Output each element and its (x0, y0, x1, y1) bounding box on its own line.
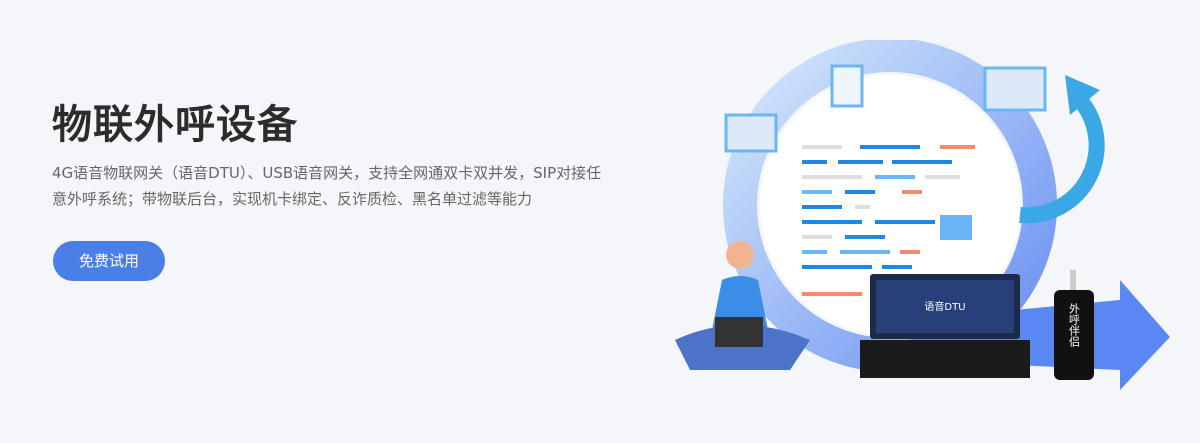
document-icon (830, 64, 864, 108)
usb-gateway: 外呼伴侣 (1054, 270, 1094, 380)
usb-logo-text: 外呼伴侣 (1068, 303, 1081, 347)
dtu-logo-text: 语音DTU (924, 300, 965, 313)
person-with-laptop (675, 241, 810, 370)
hero-description: 4G语音物联网关（语音DTU）、USB语音网关，支持全网通双卡双并发，SIP对接… (52, 164, 602, 208)
chat-bubble-icon (940, 215, 972, 240)
page-title: 物联外呼设备 (52, 102, 298, 148)
dtu-device: 语音DTU (860, 274, 1030, 378)
monitor-icon (724, 113, 778, 153)
free-trial-button[interactable]: 免费试用 (53, 241, 165, 281)
refresh-arrow-icon (1019, 94, 1105, 224)
monitor-icon (983, 66, 1047, 112)
code-lines (802, 145, 975, 296)
hero-illustration: 语音DTU 外呼伴侣 (660, 38, 1200, 439)
